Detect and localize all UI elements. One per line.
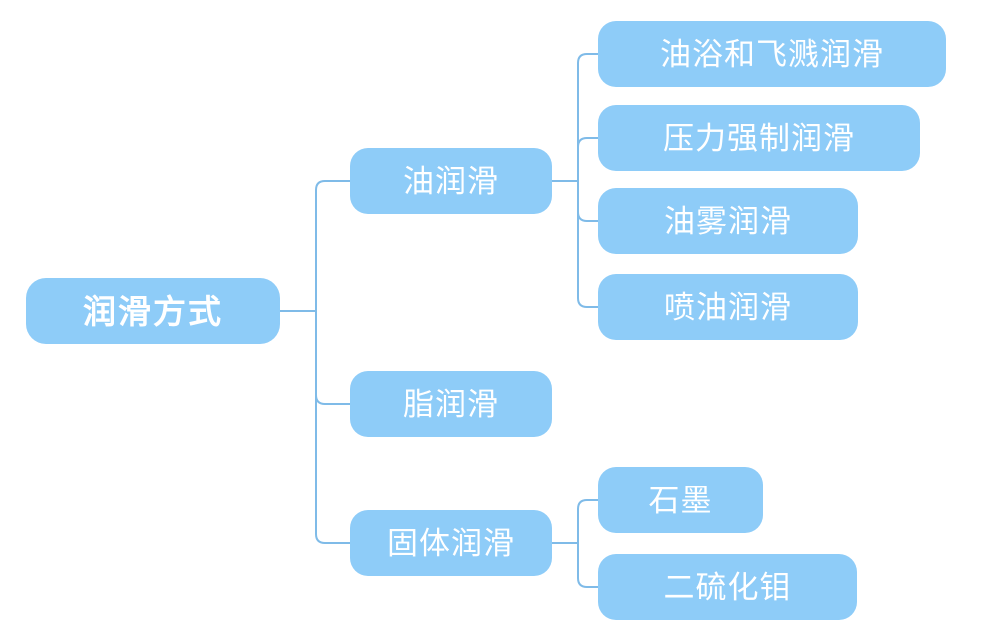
node-root-label: 润滑方式 — [83, 292, 223, 330]
node-oil-lubrication-label: 油润滑 — [403, 163, 499, 199]
node-oil-lubrication[interactable]: 油润滑 — [350, 148, 552, 214]
node-pressure-forced-lubrication-label: 压力强制润滑 — [663, 120, 855, 156]
node-grease-lubrication[interactable]: 脂润滑 — [350, 371, 552, 437]
node-oil-jet-lubrication[interactable]: 喷油润滑 — [598, 274, 858, 340]
node-root[interactable]: 润滑方式 — [26, 278, 280, 344]
node-grease-lubrication-label: 脂润滑 — [403, 386, 499, 422]
node-solid-lubrication[interactable]: 固体润滑 — [350, 510, 552, 576]
connector-trunk-grease — [315, 310, 351, 405]
node-graphite[interactable]: 石墨 — [598, 467, 763, 533]
connector-solid-branch-1 — [577, 499, 599, 544]
node-oil-mist-lubrication-label: 油雾润滑 — [664, 203, 792, 239]
connector-solid-branch-2 — [577, 542, 599, 588]
node-solid-lubrication-label: 固体润滑 — [387, 525, 515, 561]
node-molybdenum-disulfide[interactable]: 二硫化钼 — [598, 554, 857, 620]
node-oil-bath-splash-lubrication[interactable]: 油浴和飞溅润滑 — [598, 21, 946, 87]
node-oil-mist-lubrication[interactable]: 油雾润滑 — [598, 188, 858, 254]
connector-oil-branch-2 — [577, 137, 599, 182]
connector-trunk-solid — [315, 310, 351, 544]
connector-oil-branch-3 — [577, 180, 599, 222]
node-oil-jet-lubrication-label: 喷油润滑 — [664, 289, 792, 325]
connector-oil-branch-4 — [577, 180, 599, 308]
connector-trunk-main — [315, 180, 351, 312]
node-pressure-forced-lubrication[interactable]: 压力强制润滑 — [598, 105, 920, 171]
node-graphite-label: 石墨 — [648, 482, 713, 518]
node-molybdenum-disulfide-label: 二硫化钼 — [663, 569, 792, 605]
node-oil-bath-splash-lubrication-label: 油浴和飞溅润滑 — [660, 36, 884, 72]
connector-oil-branch-1 — [577, 53, 599, 182]
